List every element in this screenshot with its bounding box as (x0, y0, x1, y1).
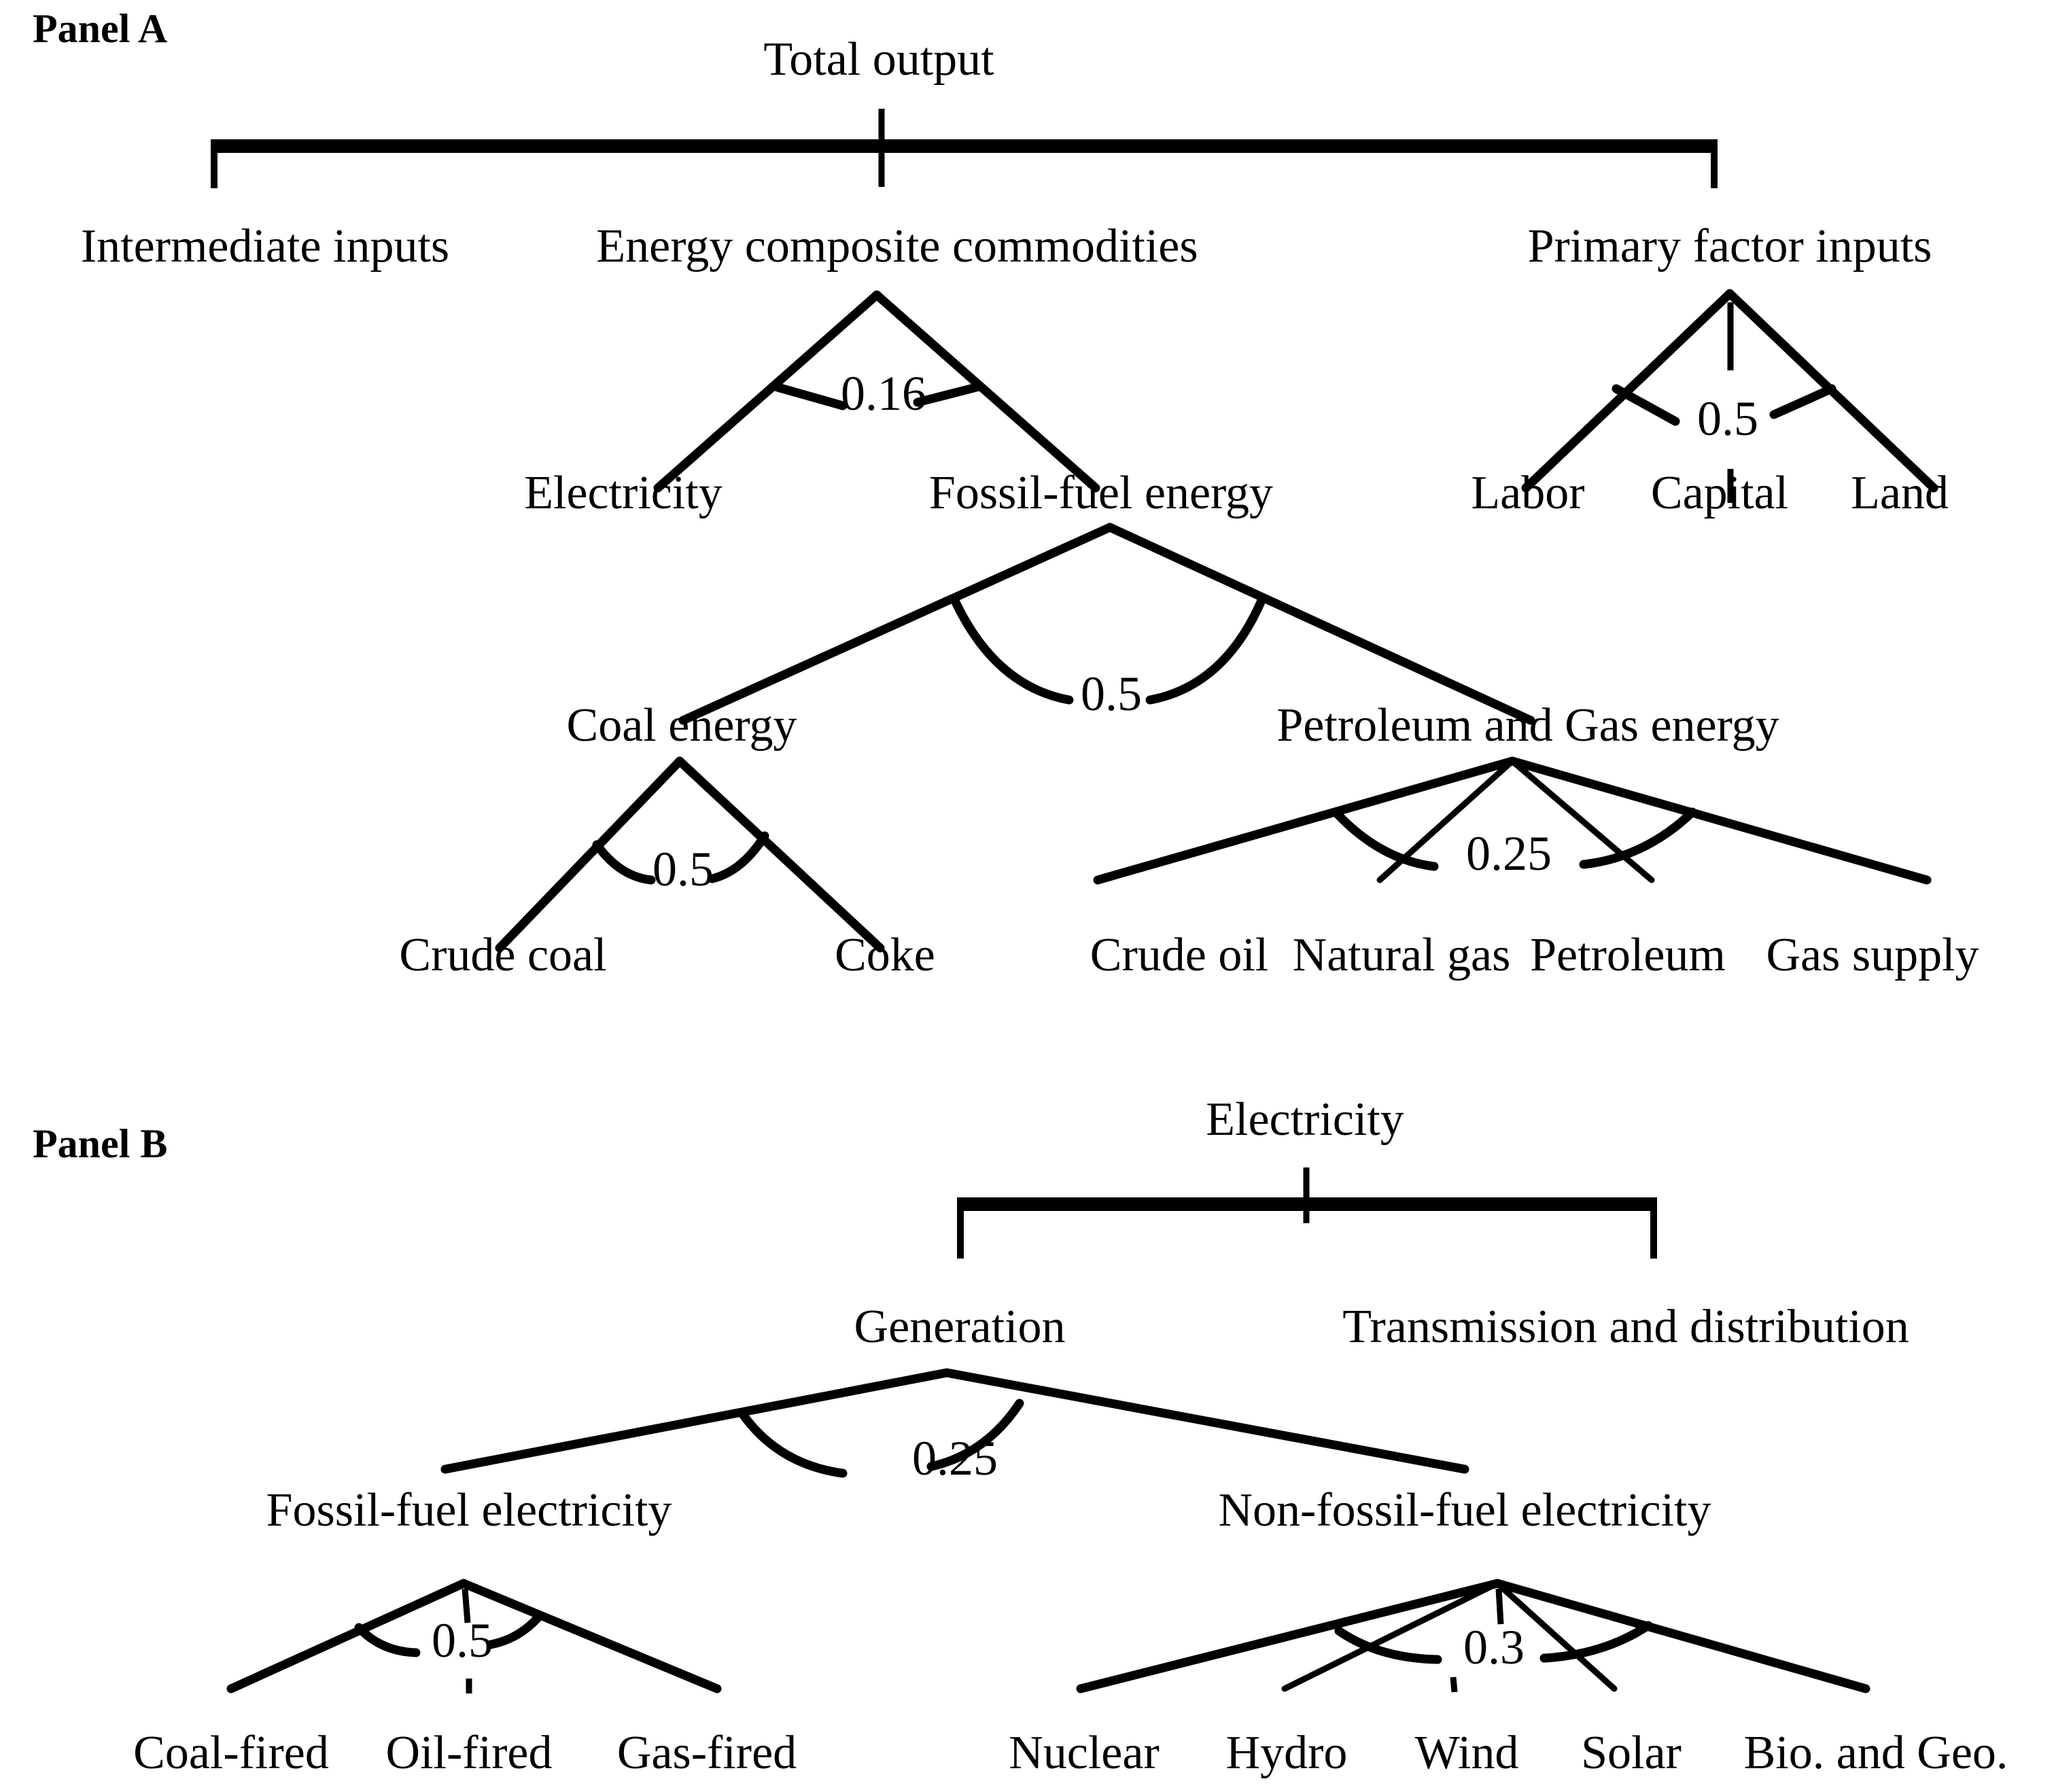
edge-coal-to-crude-coal (495, 756, 684, 953)
nest-non-fossil-fuel-electricity: 0.3 (1076, 1579, 1870, 1693)
node-energy-composite-commodities: Energy composite commodities (596, 220, 1198, 273)
sigma-non-fossil-fuel-electricity: 0.3 (1463, 1620, 1525, 1674)
arc-right-energy-composite (913, 382, 984, 407)
nest-fossil-fuel-energy: 0.5 (678, 523, 1535, 725)
arc-left-energy-composite (771, 382, 848, 410)
node-total-output: Total output (763, 33, 994, 86)
panel-a: Panel A Total output Intermediate inputs… (33, 6, 1979, 981)
electricity-bracket-connector (957, 1167, 1657, 1259)
node-electricity-root: Electricity (1206, 1093, 1404, 1146)
panel-b: Panel B Electricity Generation Transmiss… (33, 1093, 2008, 1779)
edge-ffe-to-oil-fired-upper (462, 1588, 471, 1623)
edge-ffe-to-gas-fired (459, 1579, 722, 1693)
edge-ffe-to-coal-fired (226, 1579, 468, 1693)
edge-energy-to-fossil-fuel (872, 290, 1100, 493)
edge-nffe-to-bio-and-geo (1493, 1579, 1870, 1693)
edge-energy-to-electricity (653, 290, 882, 493)
sigma-coal-energy: 0.5 (652, 842, 714, 896)
arc-right-ffe (486, 1614, 542, 1649)
panel-b-label: Panel B (33, 1121, 167, 1166)
sigma-fossil-fuel-electricity: 0.5 (432, 1613, 493, 1668)
edge-generation-to-non-fossil-fuel-elec (942, 1368, 1469, 1474)
node-bio-and-geo: Bio. and Geo. (1744, 1727, 2008, 1779)
edge-nffe-to-solar (1494, 1580, 1618, 1692)
arc-right-generation (926, 1399, 1024, 1471)
arc-right-fossil-fuel-energy (1145, 597, 1266, 705)
edge-nffe-to-hydro (1281, 1580, 1501, 1692)
nest-energy-composite: 0.16 (653, 290, 1100, 493)
edge-coal-to-coke (675, 756, 885, 953)
panel-a-label: Panel A (33, 6, 167, 51)
arc-right-nffe (1539, 1621, 1653, 1663)
arc-left-primary-factor (1612, 384, 1680, 426)
node-wind: Wind (1415, 1727, 1519, 1779)
node-coke: Coke (835, 929, 935, 981)
node-petroleum-and-gas-energy: Petroleum and Gas energy (1276, 699, 1779, 752)
edge-generation-to-fossil-fuel-elec (440, 1368, 952, 1474)
node-crude-oil: Crude oil (1090, 929, 1268, 981)
node-land: Land (1851, 467, 1949, 519)
node-gas-supply: Gas supply (1766, 929, 1979, 981)
nest-petroleum-gas-energy: 0.25 (1093, 756, 1932, 885)
nest-coal-energy: 0.5 (495, 756, 885, 953)
node-gas-fired: Gas-fired (617, 1727, 797, 1779)
edge-pg-to-petroleum (1509, 758, 1655, 883)
node-electricity: Electricity (524, 467, 723, 519)
node-natural-gas: Natural gas (1293, 929, 1511, 981)
edge-pg-to-gas-supply (1508, 756, 1932, 885)
sigma-energy-composite: 0.16 (841, 366, 926, 421)
node-non-fossil-fuel-electricity: Non-fossil-fuel electricity (1218, 1484, 1711, 1536)
arc-right-primary-factor (1769, 384, 1837, 419)
arc-right-petroleum-gas (1579, 807, 1697, 869)
edge-nffe-to-nuclear (1076, 1579, 1502, 1693)
edge-pg-to-crude-oil (1093, 756, 1517, 885)
node-primary-factor-inputs: Primary factor inputs (1528, 220, 1932, 273)
nest-generation: 0.25 (440, 1368, 1469, 1486)
edge-nffe-to-wind-upper (1495, 1588, 1504, 1625)
arc-left-ffe (354, 1623, 421, 1657)
node-capital: Capital (1651, 467, 1788, 519)
arc-left-nffe (1334, 1626, 1442, 1664)
arc-left-generation (737, 1409, 848, 1478)
sigma-petroleum-gas: 0.25 (1466, 826, 1552, 881)
top-bracket-connector (211, 109, 1718, 188)
node-fossil-fuel-electricity: Fossil-fuel electricity (266, 1484, 672, 1536)
arc-left-fossil-fuel-energy (951, 597, 1074, 705)
node-coal-fired: Coal-fired (133, 1727, 329, 1779)
arc-left-coal-energy (592, 840, 656, 885)
arc-right-coal-energy (708, 831, 769, 883)
sigma-generation: 0.25 (912, 1431, 998, 1486)
edge-fossil-to-petroleum-gas (1105, 523, 1535, 725)
sigma-fossil-fuel-energy: 0.5 (1081, 667, 1142, 721)
nest-fossil-fuel-electricity: 0.5 (226, 1579, 722, 1693)
edge-nffe-to-wind-lower (1450, 1676, 1458, 1693)
arc-left-petroleum-gas (1331, 807, 1439, 871)
node-crude-coal: Crude coal (399, 929, 606, 981)
node-petroleum: Petroleum (1530, 929, 1726, 981)
node-hydro: Hydro (1226, 1727, 1348, 1779)
nest-primary-factor: 0.5 (1521, 289, 1938, 503)
node-nuclear: Nuclear (1009, 1727, 1160, 1779)
node-transmission-and-distribution: Transmission and distribution (1342, 1301, 1909, 1353)
node-fossil-fuel-energy: Fossil-fuel energy (929, 467, 1273, 519)
node-coal-energy: Coal energy (567, 699, 797, 752)
sigma-primary-factor: 0.5 (1697, 391, 1758, 446)
node-labor: Labor (1471, 467, 1584, 519)
node-generation: Generation (854, 1301, 1066, 1353)
node-solar: Solar (1581, 1727, 1682, 1779)
node-oil-fired: Oil-fired (386, 1727, 553, 1779)
edge-fossil-to-coal-energy (678, 523, 1115, 725)
node-intermediate-inputs: Intermediate inputs (81, 220, 449, 273)
